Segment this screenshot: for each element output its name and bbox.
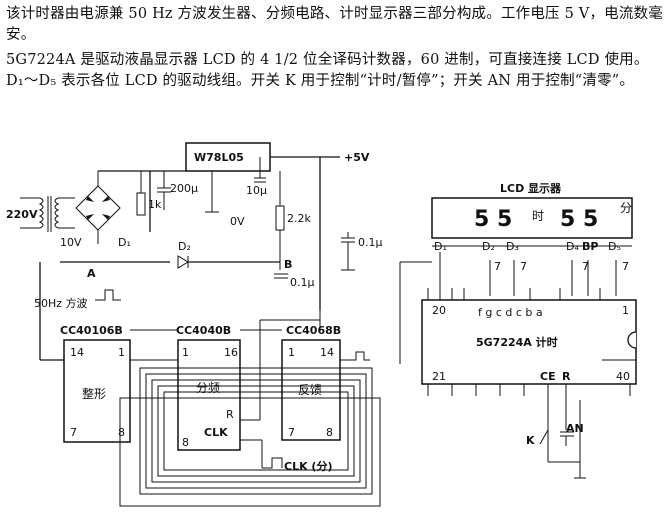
lcd-digits-sec: 5 5 bbox=[560, 207, 598, 232]
counter-pin-br: 40 bbox=[616, 370, 630, 383]
switches: K AN bbox=[526, 400, 586, 479]
feedback-pin-tr: 14 bbox=[320, 346, 334, 359]
divider-part-label: CC4040B bbox=[176, 324, 231, 337]
counter-pin-tr: 1 bbox=[622, 304, 629, 317]
counter-pin-bl: 21 bbox=[432, 370, 446, 383]
r1k-label: 1k bbox=[148, 198, 162, 211]
feedback-pin-tl: 1 bbox=[288, 346, 295, 359]
divider-pin-bl: 8 bbox=[182, 436, 189, 449]
lcd-driver-d4: D₄ bbox=[566, 240, 579, 253]
lcd-frame bbox=[431, 197, 633, 239]
lcd-bus-label: 7 bbox=[494, 260, 501, 273]
ic-feedback: CC4068B 1 14 反馈 7 8 bbox=[281, 324, 341, 441]
switch-an-label: AN bbox=[566, 422, 584, 435]
divider-pin-r: R bbox=[226, 408, 234, 421]
ic-shaper: CC40106B 14 1 整形 7 8 bbox=[60, 324, 131, 443]
square-wave-label: 50Hz 方波 bbox=[34, 296, 88, 310]
shaper-pin-tr: 1 bbox=[118, 346, 125, 359]
shaper-pin-tl: 14 bbox=[70, 346, 84, 359]
ac-input-label: 220V bbox=[6, 208, 38, 221]
lcd-shi: 时 bbox=[532, 209, 544, 223]
divider-pin-tr: 16 bbox=[224, 346, 238, 359]
shaper-box bbox=[63, 339, 131, 443]
lcd-bus-label: 7 bbox=[520, 260, 527, 273]
switch-k-label: K bbox=[526, 434, 535, 447]
lcd-bus-label: 7 bbox=[622, 260, 629, 273]
lcd-driver-d3: D₃ bbox=[506, 240, 519, 253]
clk-out-label: CLK (分) bbox=[284, 459, 333, 473]
supply-label: +5V bbox=[344, 151, 370, 164]
bridge-label: D₁ bbox=[118, 236, 131, 249]
power-supply-section: W78L05 +5V 220V 10V bbox=[6, 142, 383, 361]
zero-v-label: 0V bbox=[230, 215, 245, 228]
ic-wiring: CLK (分) bbox=[119, 310, 381, 507]
divider-pin-clk: CLK bbox=[204, 426, 228, 439]
lcd-driver-d1: D₁ bbox=[434, 240, 447, 253]
shaper-part-label: CC40106B bbox=[60, 324, 123, 337]
feedback-pin-br: 8 bbox=[326, 426, 333, 439]
feedback-pin-bl: 7 bbox=[288, 426, 295, 439]
c200u-label: 200μ bbox=[170, 182, 198, 195]
feedback-box bbox=[281, 339, 341, 441]
shaper-func: 整形 bbox=[82, 386, 106, 401]
divider-func: 分频 bbox=[196, 381, 220, 395]
counter-pin-tl: 20 bbox=[432, 304, 446, 317]
transformer bbox=[20, 196, 75, 232]
feedback-func: 反馈 bbox=[298, 383, 322, 397]
r2k2-label: 2.2k bbox=[287, 212, 311, 225]
lcd-digits-min: 5 5 bbox=[474, 207, 512, 232]
lcd-display: LCD 显示器 5 5 时 5 5 分 D₁ D₂ D₃ D₄ BP D₅ 7 … bbox=[399, 182, 633, 364]
c01u-b-label: 0.1μ bbox=[290, 276, 315, 289]
counter-segs: f g c d c b a bbox=[478, 306, 543, 319]
intro-paragraph-1: 该计时器由电源兼 50 Hz 方波发生器、分频电路、计时显示器三部分构成。工作电… bbox=[6, 6, 663, 43]
c01u-a-label: 0.1μ bbox=[358, 236, 383, 249]
lcd-driver-d2: D₂ bbox=[482, 240, 495, 253]
shaper-pin-br: 8 bbox=[118, 426, 125, 439]
divider-box bbox=[177, 339, 241, 451]
lcd-title: LCD 显示器 bbox=[500, 182, 562, 195]
diode2-label: D₂ bbox=[178, 240, 191, 253]
shaper-pin-bl: 7 bbox=[70, 426, 77, 439]
ic-divider: CC4040B 1 16 分频 R CLK 8 bbox=[176, 324, 241, 451]
counter-r: R bbox=[562, 370, 571, 383]
intro-paragraph-2: 5G7224A 是驱动液晶显示器 LCD 的 4 1/2 位全译码计数器，60 … bbox=[6, 52, 649, 89]
bridge-rectifier bbox=[75, 171, 121, 244]
counter-ce: CE bbox=[540, 370, 556, 383]
ic-counter: 20 1 f g c d c b a 5G7224A 计时 21 CE R 40 bbox=[421, 288, 637, 460]
lcd-fen: 分 bbox=[620, 201, 632, 215]
node-b-label: B bbox=[284, 258, 292, 271]
lcd-driver-d5: D₅ bbox=[608, 240, 621, 253]
counter-part-label: 5G7224A 计时 bbox=[476, 335, 558, 349]
feedback-part-label: CC4068B bbox=[286, 324, 341, 337]
counter-box bbox=[421, 299, 637, 385]
lcd-driver-bp: BP bbox=[582, 240, 598, 253]
regulator-label: W78L05 bbox=[194, 151, 244, 164]
node-a-label: A bbox=[87, 267, 96, 280]
secondary-voltage-label: 10V bbox=[60, 236, 82, 249]
lcd-bus-label: 7 bbox=[582, 260, 589, 273]
divider-pin-tl: 1 bbox=[182, 346, 189, 359]
c10u-label: 10μ bbox=[246, 184, 267, 197]
